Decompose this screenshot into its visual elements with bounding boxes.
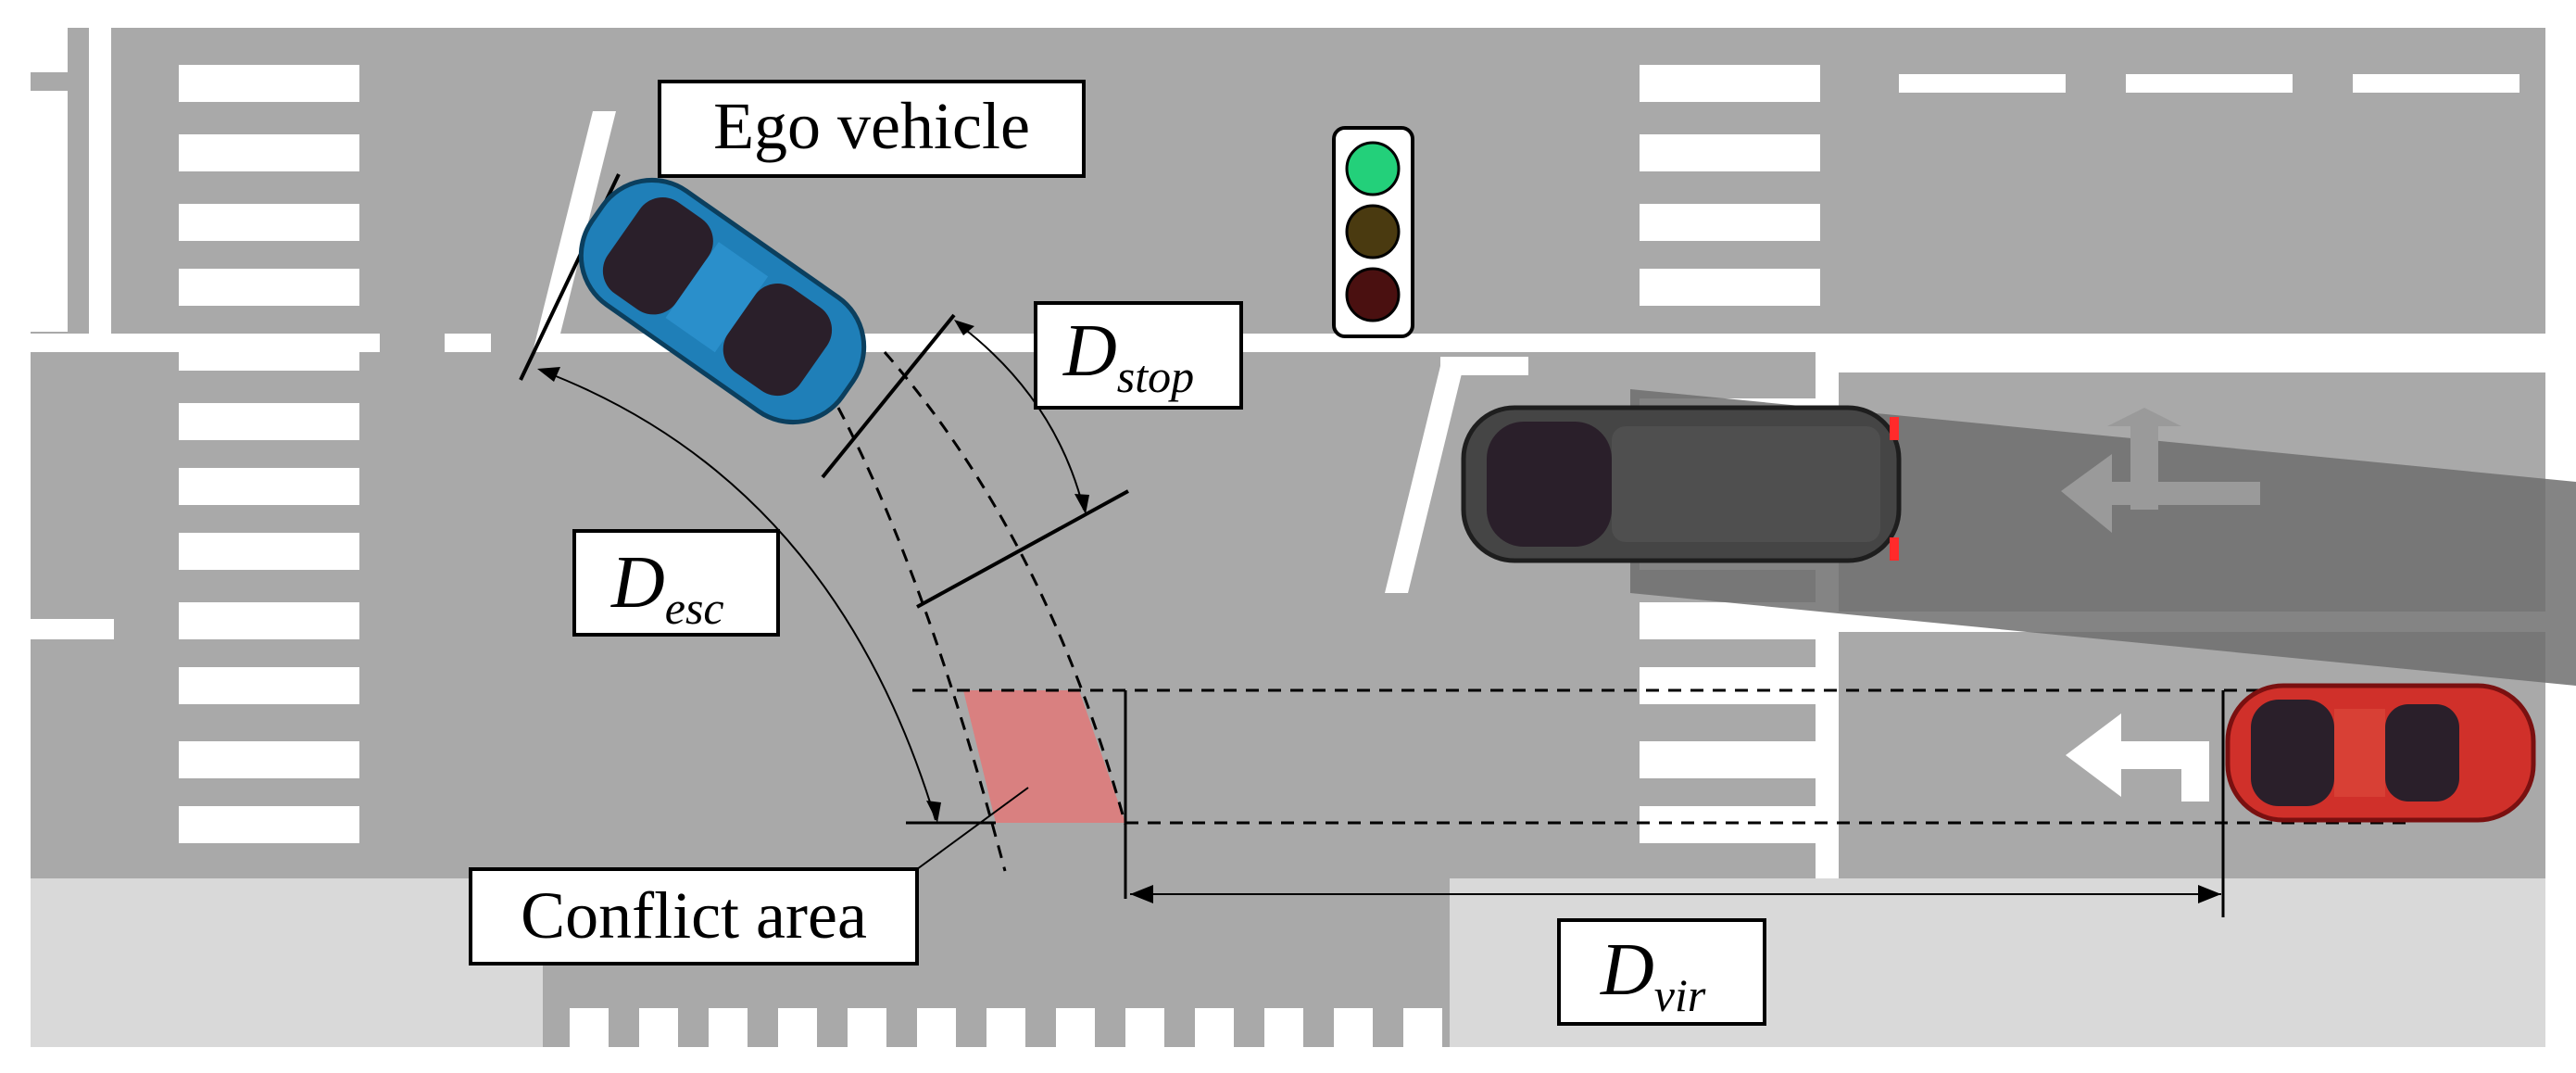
ego-vehicle-label: Ego vehicle — [713, 89, 1030, 163]
d-esc-label: Desc — [610, 542, 724, 634]
car-top-view-icon — [2225, 683, 2536, 823]
conflict-area-label: Conflict area — [521, 878, 867, 953]
ego-vehicle-callout: Ego vehicle — [658, 80, 1086, 178]
d-stop-main: D — [1062, 310, 1117, 392]
crosswalk-left — [179, 65, 359, 843]
crosswalk-bottom-redraw — [570, 1008, 1442, 1047]
d-vir-arrowhead — [1130, 885, 1153, 903]
d-stop-end-line — [916, 489, 1129, 609]
turn-arrow-icon — [2061, 408, 2260, 533]
traffic-light-icon — [1332, 126, 1414, 338]
d-vir-arrowhead — [2198, 885, 2221, 903]
d-esc-arc — [541, 370, 936, 821]
car-top-view-icon — [578, 177, 867, 425]
d-esc-arrowhead — [926, 801, 941, 823]
conflict-area-leader — [916, 787, 1029, 870]
traffic-light-amber-lamp — [1345, 204, 1401, 259]
d-vir-label: Dvir — [1600, 929, 1706, 1021]
d-esc-main: D — [610, 542, 665, 624]
traffic-light-red-lamp — [1345, 267, 1401, 322]
d-stop-arrowhead — [954, 320, 974, 335]
d-vir-callout: Dvir — [1557, 918, 1766, 1026]
traffic-light-green-lamp — [1345, 141, 1401, 196]
d-vir-sub: vir — [1654, 969, 1706, 1021]
d-stop-label: Dstop — [1062, 310, 1194, 402]
d-esc-arrowhead — [537, 367, 560, 382]
stop-line-right — [1385, 366, 1464, 593]
d-vir-main: D — [1600, 929, 1654, 1011]
van-top-view-icon — [1461, 405, 1902, 563]
d-stop-start-line — [821, 313, 956, 479]
d-esc-callout: Desc — [572, 529, 780, 637]
d-stop-sub: stop — [1117, 350, 1194, 402]
d-stop-arrowhead — [1074, 494, 1089, 514]
d-esc-sub: esc — [665, 582, 724, 634]
stop-line-right-top — [1440, 357, 1528, 375]
conflict-area-callout: Conflict area — [469, 787, 1029, 966]
stop-line-left — [533, 111, 616, 352]
conflict-area-region — [963, 690, 1125, 823]
turn-arrow-icon — [2066, 713, 2209, 802]
sidewalk-left — [31, 878, 543, 1047]
d-stop-callout: Dstop — [1034, 301, 1243, 410]
trajectory-arcs — [836, 351, 2408, 872]
